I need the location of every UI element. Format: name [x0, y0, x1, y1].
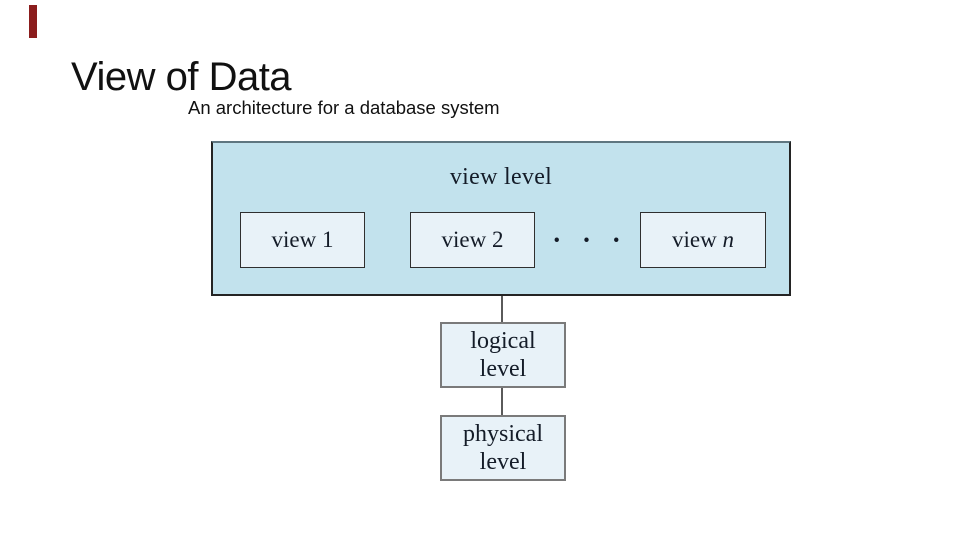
- view-level-label: view level: [449, 164, 553, 190]
- logical-level-line2: level: [479, 356, 527, 382]
- view-2-box: view 2: [410, 212, 535, 268]
- logical-level-box: logical level: [440, 322, 566, 388]
- connector-logical-to-physical: [501, 388, 503, 415]
- view-n-box: view n: [640, 212, 766, 268]
- slide-subtitle: An architecture for a database system: [188, 97, 500, 118]
- ellipsis-dots: · · ·: [552, 224, 628, 255]
- connector-view-to-logical: [501, 296, 503, 322]
- physical-level-box: physical level: [440, 415, 566, 481]
- logical-level-line1: logical: [470, 328, 536, 354]
- view-1-label: view 1: [271, 227, 334, 252]
- view-level-container: view level view 1 view 2 · · · view n: [211, 141, 791, 296]
- view-2-label: view 2: [441, 227, 504, 252]
- view-n-label-italic: n: [722, 227, 734, 252]
- physical-level-line1: physical: [463, 421, 543, 447]
- view-1-box: view 1: [240, 212, 365, 268]
- physical-level-line2: level: [479, 449, 527, 475]
- view-n-label: view: [672, 227, 723, 252]
- accent-bar: [29, 5, 37, 38]
- slide-title: View of Data: [71, 55, 292, 99]
